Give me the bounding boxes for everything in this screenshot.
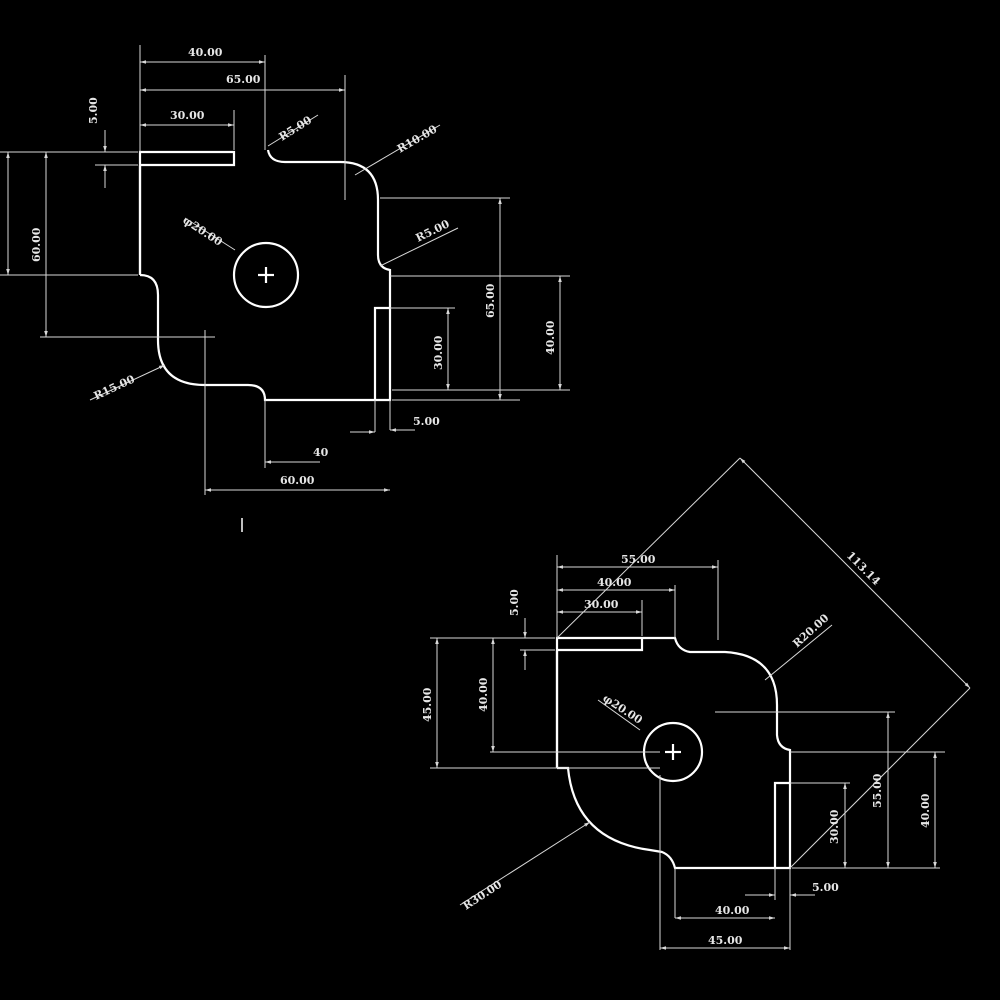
top-radius-10: R10.00	[395, 122, 440, 155]
bottom-dim-45-bottom: 45.00	[708, 934, 743, 947]
bottom-radius-30: R30.00	[461, 878, 505, 913]
top-hole	[232, 241, 300, 309]
bottom-dim-40-left: 40.00	[477, 677, 490, 712]
bottom-extension-lines	[430, 457, 971, 950]
top-dim-65-right: 65.00	[484, 283, 497, 318]
bottom-dim-5-right: 5.00	[812, 881, 839, 894]
bottom-dim-5: 5.00	[508, 589, 521, 616]
bottom-dimension-lines	[435, 457, 971, 950]
top-dim-5: 5.00	[87, 97, 100, 124]
bottom-dim-40-bottom: 40.00	[715, 904, 750, 917]
top-dim-60-left: 60.00	[30, 227, 43, 262]
bottom-dim-55: 55.00	[621, 553, 656, 566]
bottom-dim-30: 30.00	[584, 598, 619, 611]
bottom-dim-40-right: 40.00	[919, 793, 932, 828]
top-dim-65: 65.00	[226, 73, 261, 86]
top-dim-30-right: 30.00	[432, 335, 445, 370]
top-dim-40-right: 40.00	[544, 320, 557, 355]
top-dim-40-bottom: 40	[313, 446, 329, 459]
top-dim-40: 40.00	[188, 46, 223, 59]
bottom-dim-113: 113.14	[844, 549, 883, 588]
bottom-dim-45-left: 45.00	[421, 687, 434, 722]
top-drawing: 40.00 65.00 30.00 5.00 R5.00 R10.00 φ20.…	[0, 45, 570, 532]
top-dim-60-bottom: 60.00	[280, 474, 315, 487]
top-dimension-lines	[6, 60, 562, 492]
bottom-dim-55-right: 55.00	[871, 773, 884, 808]
top-dim-30: 30.00	[170, 109, 205, 122]
top-radius-15: R15.00	[92, 372, 137, 402]
top-diameter-20: φ20.00	[180, 214, 225, 249]
top-extension-lines	[0, 45, 570, 495]
top-radius-5: R5.00	[277, 113, 315, 143]
bottom-dim-30-right: 30.00	[828, 809, 841, 844]
bottom-drawing: 55.00 40.00 30.00 5.00 R20.00 113.14 φ20…	[421, 457, 971, 950]
bottom-dim-40: 40.00	[597, 576, 632, 589]
bottom-diameter-20: φ20.00	[600, 692, 645, 727]
top-dim-5-bottom: 5.00	[413, 415, 440, 428]
